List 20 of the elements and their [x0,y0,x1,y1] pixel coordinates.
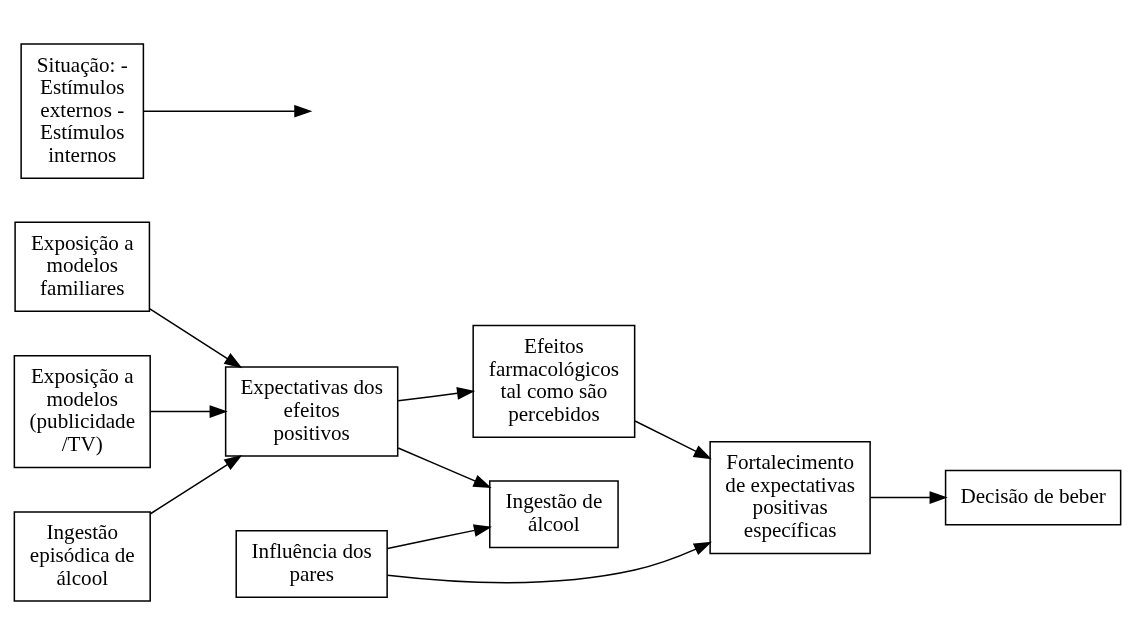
node-box: Efeitos farmacológicos tal como são percebidos [472,324,636,438]
node-box: Fortalecimento de expectativas positivas específicas [709,440,871,554]
arrow [386,523,492,549]
arrow [149,454,243,514]
node-box: Exposição a modelos familiares [14,220,151,312]
arrow [397,386,476,402]
node-box: Situação: - Estímulos externos - Estímulos internos [20,42,145,179]
arrow [397,446,492,488]
arrow [386,541,712,583]
node-box: Decisão de beber [944,469,1122,525]
node-box: Expectativas dos efeitos positivos [224,365,399,457]
node-box: Ingestão de álcool [489,479,619,548]
arrow [149,307,243,368]
arrow [634,419,712,459]
node-box: Influência dos pares [235,529,388,598]
arrow [143,104,313,118]
arrow [149,404,228,418]
arrow [869,490,948,504]
node-box: Ingestão episódica de álcool [13,510,151,602]
node-box: Exposição a modelos (publicidade /TV) [13,354,151,468]
